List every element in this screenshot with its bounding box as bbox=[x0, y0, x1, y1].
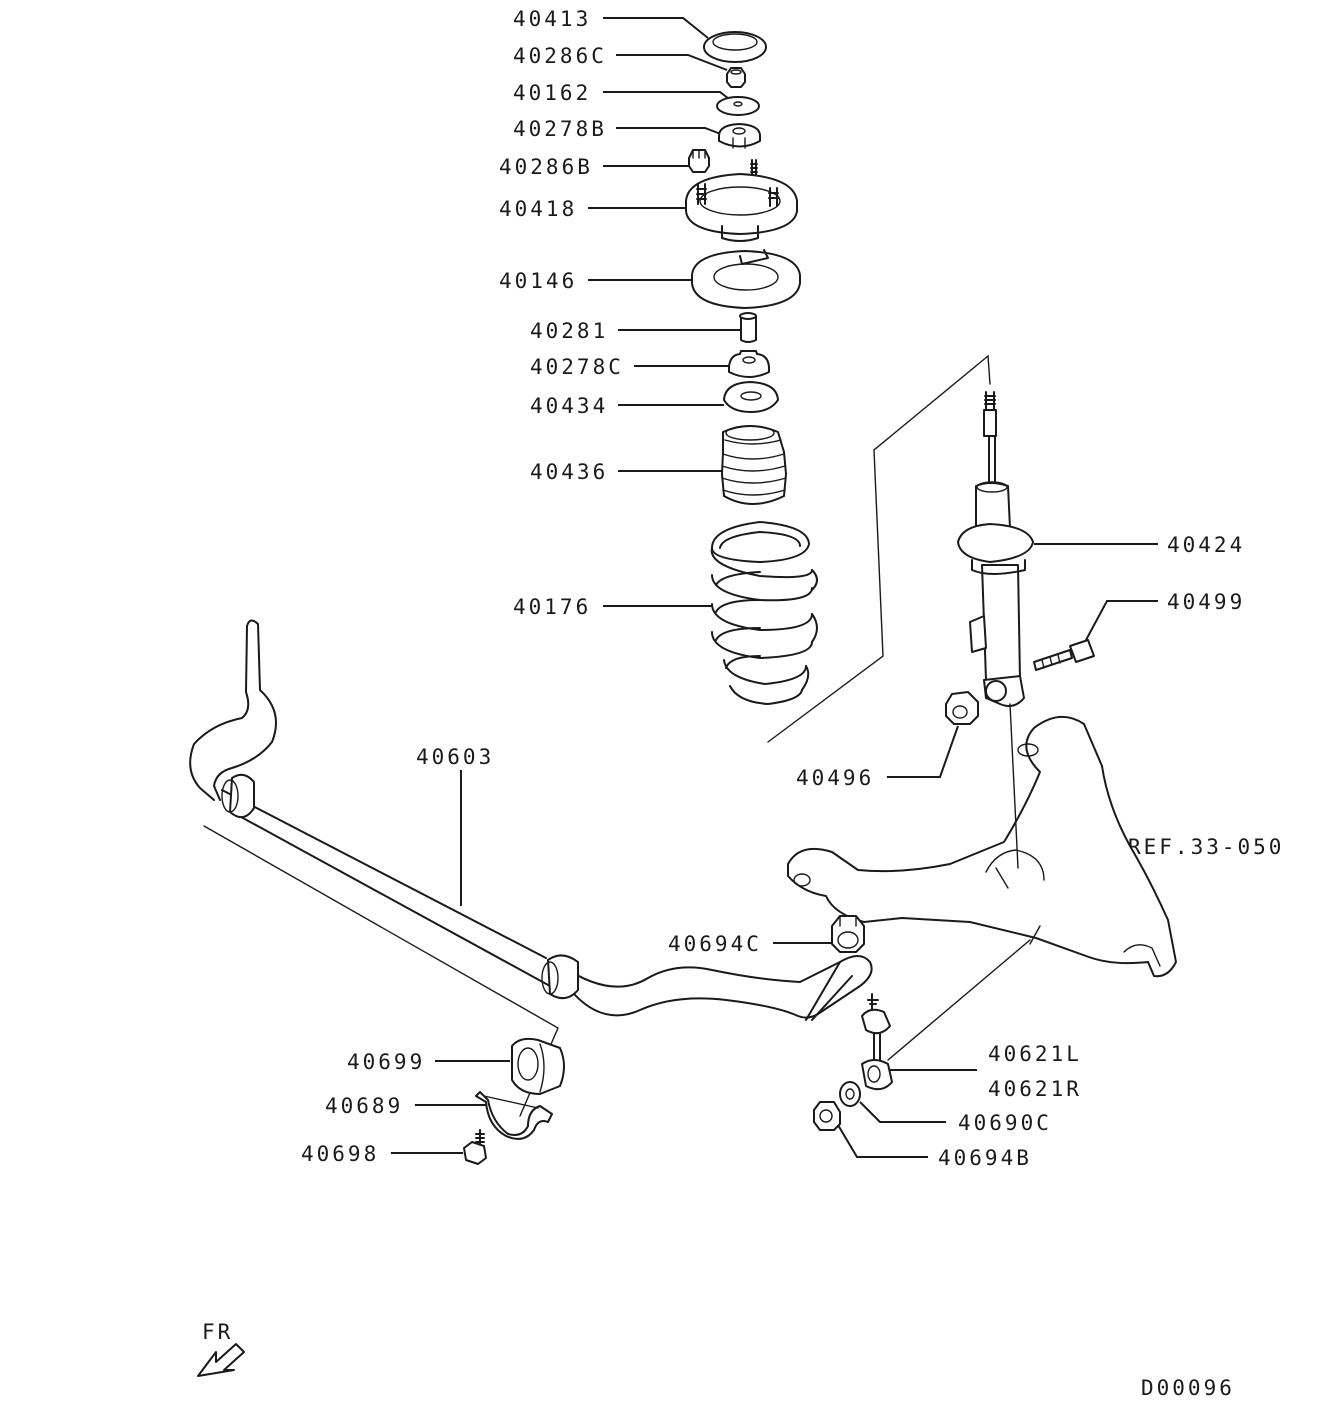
assembly-line-shock-arm bbox=[1009, 703, 1019, 869]
part-40689-clamp-bracket[interactable] bbox=[475, 1091, 553, 1140]
part-40690C-washer[interactable] bbox=[839, 1081, 861, 1107]
label-40286B[interactable]: 40286B bbox=[499, 155, 593, 179]
part-40434-cup[interactable] bbox=[723, 381, 779, 413]
label-40281[interactable]: 40281 bbox=[530, 319, 608, 343]
part-40281-sleeve[interactable] bbox=[739, 312, 757, 343]
leader-40413 bbox=[603, 17, 709, 39]
label-40694C[interactable]: 40694C bbox=[668, 932, 762, 956]
label-40286C[interactable]: 40286C bbox=[513, 44, 607, 68]
part-40436-bump-stop[interactable] bbox=[721, 425, 787, 505]
label-40690C[interactable]: 40690C bbox=[958, 1111, 1052, 1135]
label-40418[interactable]: 40418 bbox=[499, 197, 577, 221]
leader-lines bbox=[391, 17, 1158, 1158]
leader-40499 bbox=[1085, 600, 1158, 641]
label-40434[interactable]: 40434 bbox=[530, 394, 608, 418]
part-40424-shock-absorber[interactable] bbox=[957, 391, 1034, 707]
leader-40694B bbox=[837, 1124, 928, 1158]
fr-label: FR bbox=[202, 1320, 233, 1344]
part-40694B-nut[interactable] bbox=[813, 1101, 841, 1131]
part-labels: 40413 40286C 40162 40278B 40286B 40418 4… bbox=[202, 7, 1284, 1400]
part-40694C-nut[interactable] bbox=[831, 915, 865, 953]
label-40278B[interactable]: 40278B bbox=[513, 117, 607, 141]
part-40603-stabilizer-bar[interactable] bbox=[189, 619, 873, 1021]
part-40499-bolt[interactable] bbox=[1033, 639, 1095, 671]
label-40413[interactable]: 40413 bbox=[513, 7, 591, 31]
part-40413-cap[interactable] bbox=[703, 31, 767, 63]
label-40603[interactable]: 40603 bbox=[416, 745, 494, 769]
label-40278C[interactable]: 40278C bbox=[530, 355, 624, 379]
part-40278C-bushing[interactable] bbox=[728, 350, 770, 378]
label-40499[interactable]: 40499 bbox=[1167, 590, 1245, 614]
part-40278B-bushing[interactable] bbox=[718, 123, 761, 149]
label-40496[interactable]: 40496 bbox=[796, 766, 874, 790]
strut-top-stack bbox=[685, 31, 801, 505]
label-40694B[interactable]: 40694B bbox=[938, 1146, 1032, 1170]
part-40621-stabilizer-link[interactable] bbox=[861, 993, 893, 1091]
part-40286C-nut[interactable] bbox=[726, 67, 746, 88]
part-40146-insulator[interactable] bbox=[691, 249, 801, 309]
label-40698[interactable]: 40698 bbox=[301, 1142, 379, 1166]
label-40424[interactable]: 40424 bbox=[1167, 533, 1245, 557]
label-ref-33-050[interactable]: REF.33-050 bbox=[1128, 835, 1284, 859]
part-40162-washer[interactable] bbox=[716, 96, 760, 116]
leader-40496 bbox=[887, 725, 959, 778]
label-40621R[interactable]: 40621R bbox=[988, 1077, 1082, 1101]
part-40496-nut[interactable] bbox=[945, 691, 979, 725]
leader-40278B bbox=[616, 127, 727, 137]
part-40699-bar-bushing[interactable] bbox=[511, 1037, 565, 1095]
leader-40162 bbox=[603, 91, 734, 103]
mount-stud-top bbox=[750, 159, 758, 177]
label-40699[interactable]: 40699 bbox=[347, 1050, 425, 1074]
label-40689[interactable]: 40689 bbox=[325, 1094, 403, 1118]
assembly-line-link-arm bbox=[887, 939, 1031, 1061]
lower-control-arm[interactable] bbox=[787, 716, 1177, 978]
leader-40286C bbox=[616, 54, 728, 71]
part-40698-bolt[interactable] bbox=[463, 1129, 487, 1165]
label-40176[interactable]: 40176 bbox=[513, 595, 591, 619]
label-40436[interactable]: 40436 bbox=[530, 460, 608, 484]
part-40286B-nut[interactable] bbox=[688, 149, 710, 173]
part-40176-coil-spring[interactable] bbox=[710, 521, 818, 705]
label-40162[interactable]: 40162 bbox=[513, 81, 591, 105]
assembly-line-strut bbox=[767, 354, 991, 743]
front-direction-arrow-icon bbox=[197, 1343, 245, 1377]
diagram-code: D00096 bbox=[1141, 1376, 1235, 1400]
label-40146[interactable]: 40146 bbox=[499, 269, 577, 293]
part-40418-strut-mount[interactable] bbox=[685, 173, 798, 242]
leader-40690C bbox=[859, 1101, 946, 1123]
label-40621L[interactable]: 40621L bbox=[988, 1042, 1082, 1066]
